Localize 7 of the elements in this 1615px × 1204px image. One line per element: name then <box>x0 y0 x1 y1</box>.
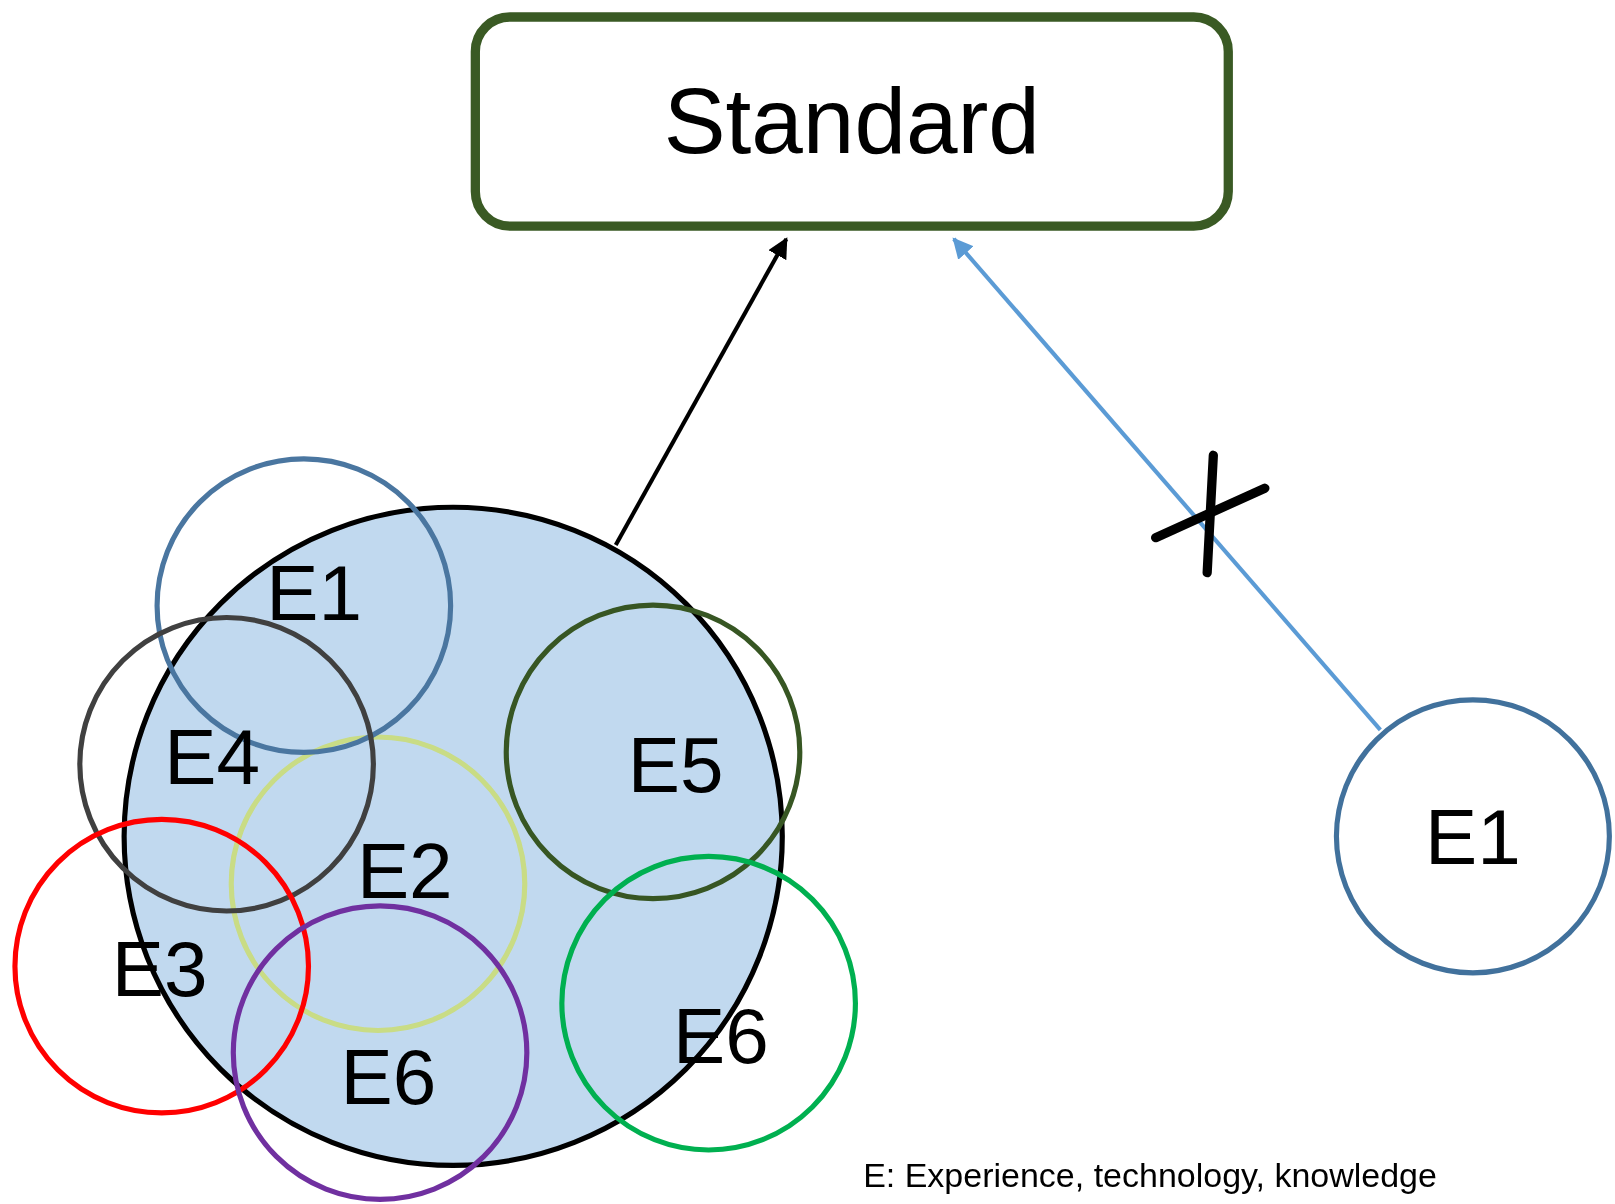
labeled-circle: E6 <box>230 903 530 1202</box>
note-text: E: Experience, technology, knowledge <box>863 1155 1437 1195</box>
labeled-circle: E1 <box>1333 697 1612 976</box>
labeled-circle: E5 <box>503 602 803 902</box>
arrow <box>613 237 789 546</box>
standard-box: Standard <box>470 12 1233 231</box>
arrow <box>952 237 1382 732</box>
